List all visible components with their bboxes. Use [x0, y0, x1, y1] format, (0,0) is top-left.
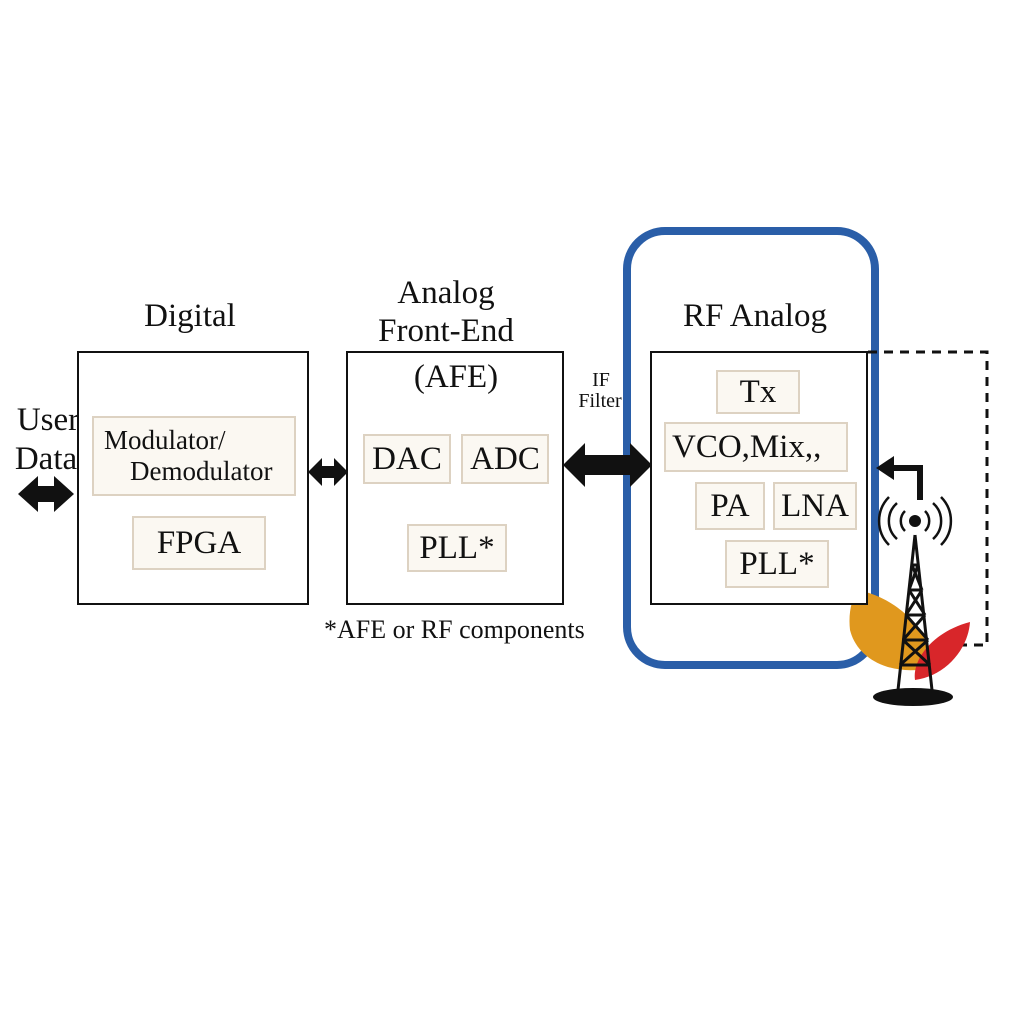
pa-chip: PA: [695, 482, 765, 530]
radio-waves-icon: [877, 496, 953, 546]
rf-title: RF Analog: [683, 298, 827, 334]
digital-afe-double-arrow-icon: [308, 458, 348, 486]
afe-title-line2: Front-End: [378, 313, 514, 349]
afe-pll-chip: PLL*: [407, 524, 507, 572]
data-label: Data: [14, 441, 78, 477]
vco-mix-chip: VCO,Mix,,: [664, 422, 848, 472]
antenna-to-rf-arrow-icon: [876, 456, 923, 500]
modulator-label: Modulator/: [104, 424, 226, 455]
tx-chip: Tx: [716, 370, 800, 414]
afe-title-line1: Analog: [397, 275, 495, 311]
if-label: IF: [592, 369, 610, 391]
lna-chip: LNA: [773, 482, 857, 530]
digital-title: Digital: [144, 298, 236, 334]
footnote: *AFE or RF components: [324, 615, 585, 644]
filter-label: Filter: [578, 390, 622, 412]
antenna-base-icon: [873, 688, 953, 706]
adc-chip: ADC: [461, 434, 549, 484]
dac-chip: DAC: [363, 434, 451, 484]
rf-highlight-outline: [623, 227, 879, 669]
user-label: User: [16, 402, 80, 438]
fpga-chip: FPGA: [132, 516, 266, 570]
orange-leaf-icon: [849, 590, 931, 671]
modulator-demodulator-chip: Modulator/ Demodulator: [92, 416, 296, 496]
rf-pll-chip: PLL*: [725, 540, 829, 588]
demodulator-label: Demodulator: [130, 456, 273, 486]
antenna-tower-icon: [896, 534, 934, 691]
antenna-tip-icon: [909, 515, 921, 527]
if-double-arrow-icon: [563, 443, 652, 487]
user-data-double-arrow-icon: [18, 476, 74, 512]
afe-title-line3: (AFE): [413, 359, 499, 395]
